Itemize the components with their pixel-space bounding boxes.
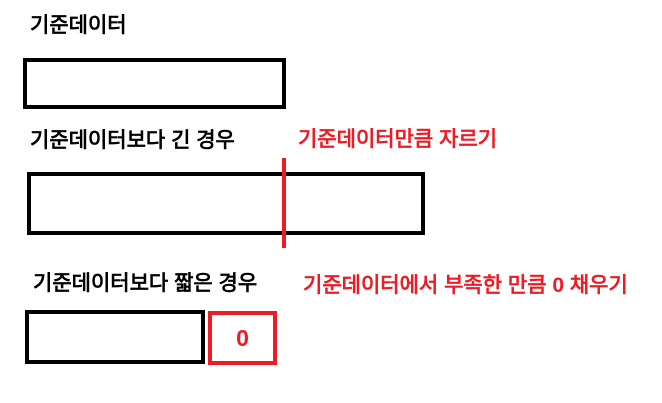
cut-line	[282, 158, 286, 248]
shorter-case-label: 기준데이터보다 짧은 경우	[33, 272, 258, 295]
longer-data-box	[27, 172, 425, 235]
zero-pad-annotation: 기준데이터에서 부족한 만큼 0 채우기	[303, 274, 628, 297]
longer-case-label: 기준데이터보다 긴 경우	[30, 129, 235, 152]
pad-value-text: 0	[236, 324, 249, 351]
base-data-box	[23, 58, 286, 109]
truncate-annotation: 기준데이터만큼 자르기	[298, 128, 498, 151]
base-data-label: 기준데이터	[30, 14, 127, 37]
shorter-data-box	[25, 310, 205, 364]
zero-pad-box: 0	[208, 311, 277, 365]
